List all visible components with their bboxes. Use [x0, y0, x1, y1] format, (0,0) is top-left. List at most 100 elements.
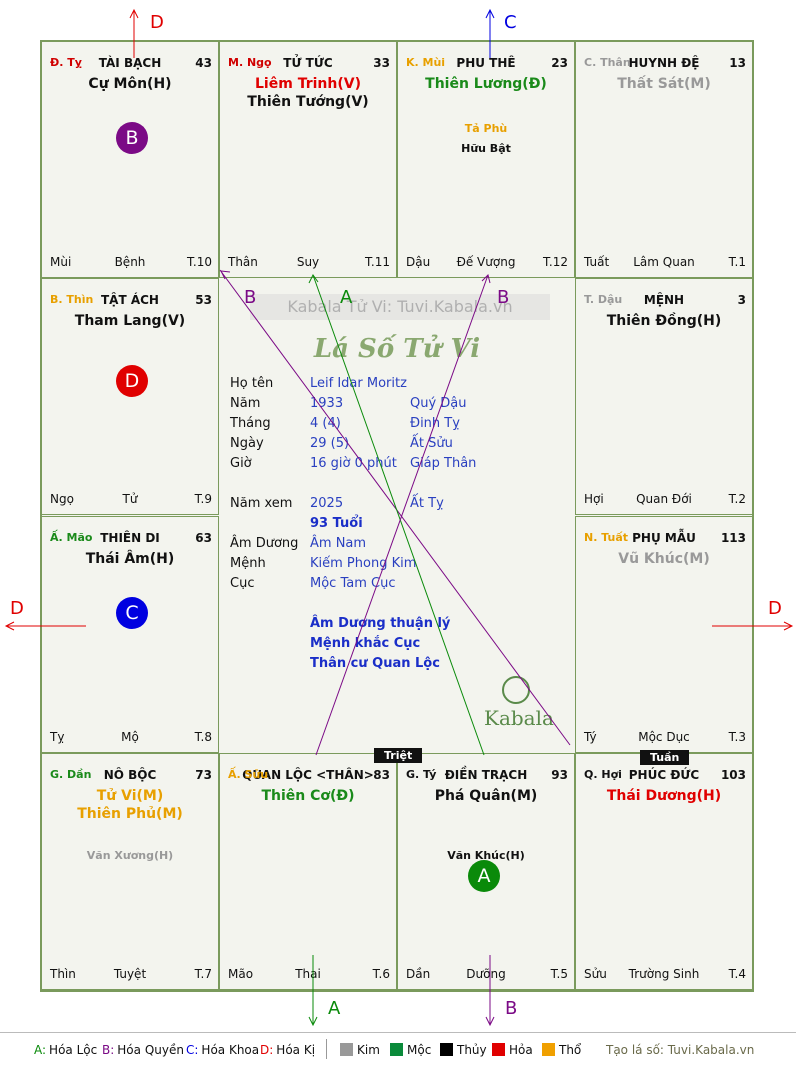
color-swatch	[340, 1043, 353, 1056]
arrow-label-mid-b2: B	[497, 287, 510, 308]
palace-name: PHU THÊ	[456, 56, 516, 70]
dai-han-number: 3	[737, 293, 746, 307]
hoa-badge: B	[116, 122, 148, 154]
dai-han-number: 13	[729, 56, 746, 70]
palace-name: NÔ BỘC	[103, 768, 157, 782]
bottom-right-arrow	[485, 955, 495, 1027]
arrow-label-top-right: C	[504, 12, 517, 33]
hoa-badge: A	[468, 860, 500, 892]
minor-star: Văn Khúc(H)	[447, 849, 525, 862]
legend-element-item: Kim	[340, 1043, 380, 1057]
legend-element-item: Mộc	[390, 1043, 431, 1057]
main-star: Phá Quân(M)	[434, 788, 538, 804]
left-arrow	[4, 621, 86, 631]
tuan-tag: Tuần	[640, 750, 690, 765]
legend-text: Hóa Kị	[276, 1043, 316, 1057]
foot-left: Tý	[584, 730, 597, 744]
triet-tag: Triệt	[374, 748, 423, 763]
month-label: T.8	[194, 730, 212, 744]
arrow-label-left: D	[10, 598, 24, 619]
month-label: T.6	[372, 967, 390, 981]
site-link[interactable]: Tạo lá số: Tuvi.Kabala.vn	[606, 1043, 755, 1057]
age: 93 Tuổi	[310, 516, 363, 531]
palace-name: TÀI BẠCH	[98, 56, 162, 70]
minor-star: Văn Xương(H)	[86, 849, 174, 862]
can-chi-label: B. Thìn	[50, 293, 94, 306]
month-label: T.7	[194, 967, 212, 981]
legend-text: Mộc	[407, 1043, 432, 1057]
can-chi-label: Ấ. Sửu	[228, 768, 269, 781]
dai-han-number: 73	[195, 768, 212, 782]
main-star: Thất Sát(M)	[617, 76, 711, 92]
info-label: Năm	[230, 396, 261, 411]
foot-left: Tỵ	[50, 730, 65, 744]
truong-sinh-stage: Tử	[122, 492, 138, 506]
foot-left: Hợi	[584, 492, 604, 506]
info-value: 1933	[310, 396, 344, 411]
info-can-chi: Ất Sửu	[410, 436, 453, 451]
foot-left: Thìn	[50, 967, 76, 981]
info-value: Kiếm Phong Kim	[310, 556, 417, 571]
foot-left: Mão	[228, 967, 254, 981]
info-label: Cục	[230, 576, 255, 591]
truong-sinh-stage: Mộ	[121, 730, 139, 744]
palace-name: TẬT ÁCH	[101, 293, 159, 307]
month-label: T.9	[194, 492, 212, 506]
arrow-head	[308, 274, 319, 284]
center-title: Lá Số Tử Vi	[313, 334, 481, 364]
can-chi-label: Ấ. Mão	[50, 531, 93, 544]
info-label: Âm Dương	[230, 536, 299, 551]
legend-text: Thổ	[559, 1043, 582, 1057]
truong-sinh-stage: Trường Sinh	[628, 967, 700, 981]
main-star: Thiên Tướng(V)	[247, 94, 369, 110]
info-label: Ngày	[230, 436, 264, 451]
arrow-label-right: D	[768, 598, 782, 619]
legend-key: B:	[102, 1043, 115, 1057]
dai-han-number: 53	[195, 293, 212, 307]
palace-name: TỬ TỨC	[283, 56, 333, 70]
can-chi-label: N. Tuất	[584, 531, 629, 544]
month-label: T.5	[550, 967, 568, 981]
dai-han-number: 113	[720, 531, 746, 545]
month-label: T.4	[728, 967, 746, 981]
main-star: Vũ Khúc(M)	[618, 551, 710, 567]
foot-left: Mùi	[50, 255, 72, 269]
truong-sinh-stage: Tuyệt	[113, 967, 147, 981]
arrow-head	[220, 270, 231, 280]
minor-star: Hữu Bật	[461, 142, 511, 155]
legend-element-item: Thủy	[440, 1043, 487, 1057]
nam-xem-label: Năm xem	[230, 496, 293, 511]
center-panel: Kabala Tử Vi: Tuvi.Kabala.vn Lá Số Tử Vi…	[220, 278, 574, 753]
watermark: Kabala Tử Vi: Tuvi.Kabala.vn	[250, 294, 550, 320]
dai-han-number: 23	[551, 56, 568, 70]
dai-han-number: 43	[195, 56, 212, 70]
main-star: Cự Môn(H)	[88, 76, 172, 92]
legend-key: C:	[186, 1043, 199, 1057]
arrow-label-bottom-right: B	[505, 998, 518, 1019]
note: Âm Dương thuận lý	[310, 616, 451, 631]
info-value: Âm Nam	[310, 536, 367, 551]
info-can-chi: Giáp Thân	[410, 456, 477, 471]
month-label: T.10	[187, 255, 212, 269]
truong-sinh-stage: Suy	[296, 255, 320, 269]
truong-sinh-stage: Thai	[295, 967, 321, 981]
info-value: 4 (4)	[310, 416, 341, 431]
legend-text: Hóa Lộc	[49, 1043, 98, 1057]
info-value: 16 giờ 0 phút	[310, 456, 397, 471]
legend-hoa-item: A:Hóa Lộc	[34, 1043, 97, 1057]
legend-divider	[326, 1039, 327, 1059]
legend-text: Kim	[357, 1043, 380, 1057]
palace-name: QUAN LỘC <THÂN>	[242, 768, 374, 782]
dai-han-number: 93	[551, 768, 568, 782]
arrow-label-mid-a: A	[340, 287, 353, 308]
legend-text: Hỏa	[509, 1043, 533, 1057]
main-star: Thiên Cơ(Đ)	[261, 788, 355, 804]
can-chi-label: C. Thân	[584, 56, 631, 69]
